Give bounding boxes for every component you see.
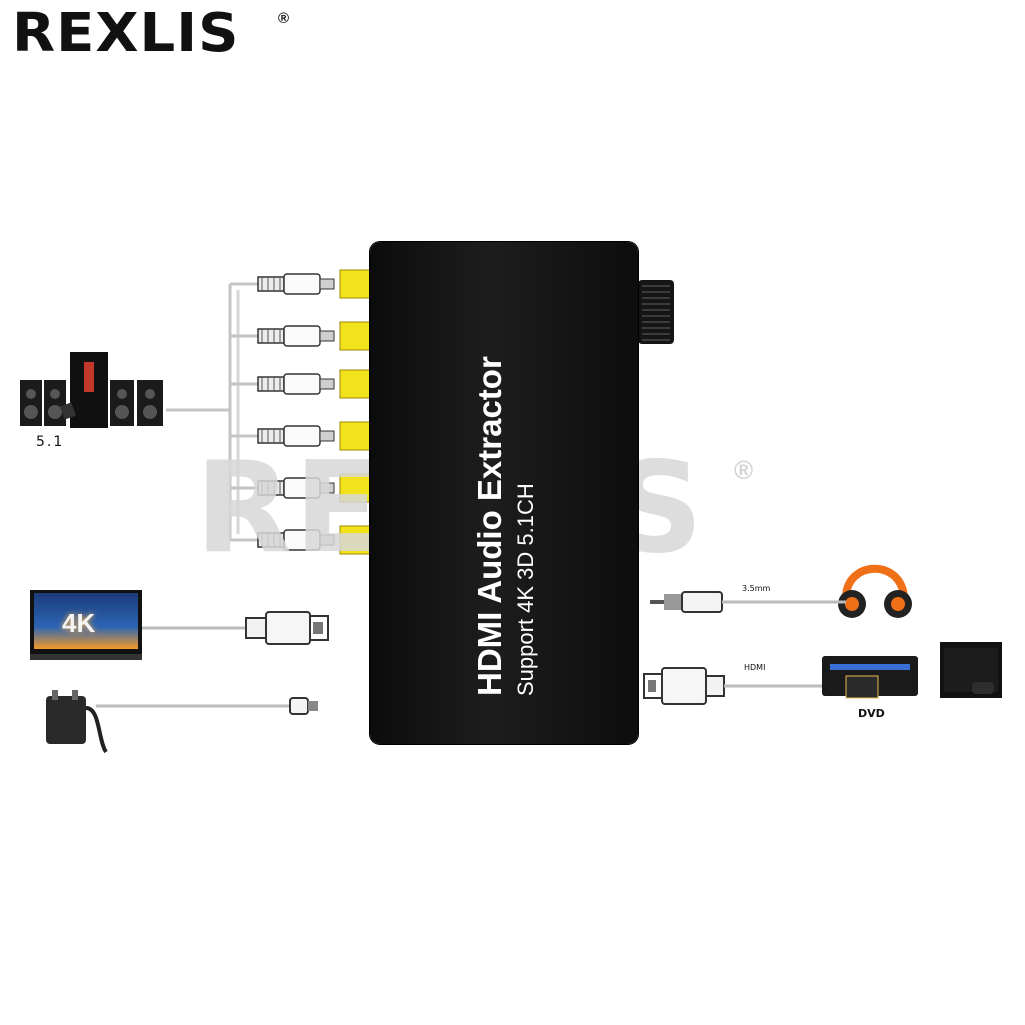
rca-port — [339, 269, 373, 299]
power-adapter-icon — [46, 690, 318, 754]
rca-cable-bundle — [166, 282, 258, 542]
game-console-icon — [940, 642, 1002, 698]
hdmi-input-cable — [142, 611, 329, 645]
rca-plug — [257, 473, 373, 503]
rca-plug — [257, 321, 373, 351]
volume-knob — [638, 280, 674, 344]
brand-logo: REXLIS — [12, 2, 240, 65]
rca-port — [339, 525, 373, 555]
device-label: HDMI Audio Extractor Support 4K 3D 5.1CH — [470, 286, 550, 696]
headphones-icon — [838, 564, 912, 618]
rca-port — [339, 369, 373, 399]
hdmi-audio-extractor-device — [370, 242, 638, 744]
dvd-label: DVD — [858, 707, 885, 720]
rca-plug-group — [257, 269, 373, 555]
registered-mark: ® — [278, 10, 290, 27]
speakers-label: 5.1 — [36, 434, 65, 450]
rca-plug — [257, 369, 373, 399]
rca-port — [339, 473, 373, 503]
rca-plug — [257, 525, 373, 555]
dvd-player-icon — [822, 656, 918, 699]
hdmi-cable-label: HDMI — [744, 663, 766, 672]
speaker-system-icon — [20, 352, 163, 428]
hdmi-output-cable — [643, 667, 822, 705]
rca-plug — [257, 421, 373, 451]
device-subtitle: Support 4K 3D 5.1CH — [513, 483, 538, 696]
rca-plug — [257, 269, 373, 299]
rca-port — [339, 321, 373, 351]
watermark-registered-mark: ® — [734, 455, 754, 485]
device-title: HDMI Audio Extractor — [471, 356, 508, 696]
audio-3-5mm-cable — [650, 591, 846, 613]
audio-cable-label: 3.5mm — [742, 584, 771, 593]
rca-port — [339, 421, 373, 451]
tv-4k-icon — [30, 590, 142, 660]
tv-4k-badge: 4K — [62, 608, 96, 638]
